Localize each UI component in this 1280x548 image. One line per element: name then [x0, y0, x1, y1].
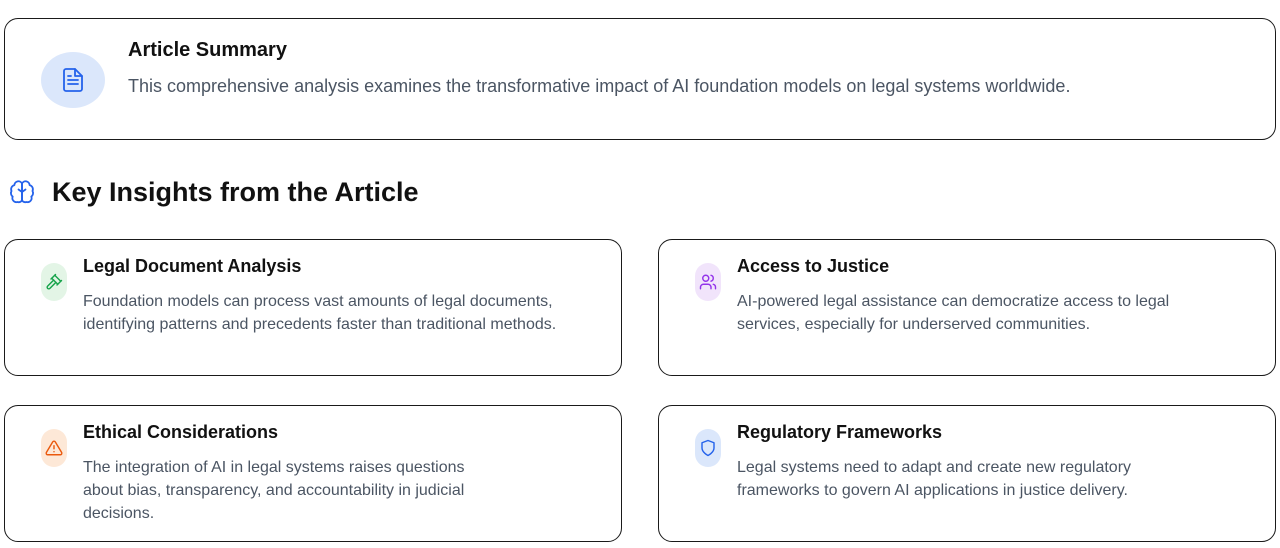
document-icon [41, 52, 105, 108]
insight-card-legal-document-analysis: Legal Document Analysis Foundation model… [4, 239, 622, 376]
gavel-icon [41, 263, 67, 301]
key-insights-heading: Key Insights from the Article [8, 172, 419, 212]
brain-icon [8, 178, 36, 206]
summary-title: Article Summary [128, 39, 287, 61]
users-icon [695, 263, 721, 301]
section-title: Key Insights from the Article [52, 176, 419, 207]
article-summary-card: Article Summary This comprehensive analy… [4, 18, 1276, 140]
shield-icon [695, 429, 721, 467]
insight-title: Regulatory Frameworks [737, 422, 943, 442]
insight-text: Foundation models can process vast amoun… [83, 293, 557, 333]
insight-text: Legal systems need to adapt and create n… [737, 459, 1132, 499]
insight-card-access-to-justice: Access to Justice AI-powered legal assis… [658, 239, 1276, 376]
insight-text: The integration of AI in legal systems r… [83, 459, 465, 522]
insight-title: Access to Justice [737, 256, 890, 276]
warning-triangle-icon [41, 429, 67, 467]
insight-card-ethical-considerations: Ethical Considerations The integration o… [4, 405, 622, 542]
summary-text: This comprehensive analysis examines the… [128, 76, 1071, 96]
insight-title: Ethical Considerations [83, 422, 279, 442]
insight-title: Legal Document Analysis [83, 256, 302, 276]
insight-card-regulatory-frameworks: Regulatory Frameworks Legal systems need… [658, 405, 1276, 542]
insight-text: AI-powered legal assistance can democrat… [737, 293, 1170, 333]
